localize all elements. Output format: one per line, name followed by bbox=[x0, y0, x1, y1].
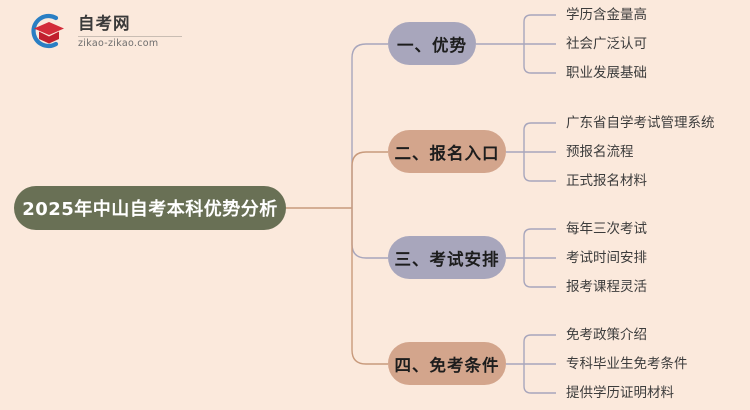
leaf-item[interactable]: 专科毕业生免考条件 bbox=[566, 356, 688, 372]
leaf-item[interactable]: 职业发展基础 bbox=[566, 65, 647, 81]
branch-node-3-label: 三、考试安排 bbox=[394, 249, 500, 269]
graduation-cap-icon bbox=[26, 11, 70, 51]
center-node-label: 2025年中山自考本科优势分析 bbox=[22, 199, 278, 220]
logo-domain: zikao-zikao.com bbox=[78, 37, 159, 49]
leaf-item[interactable]: 考试时间安排 bbox=[566, 250, 647, 266]
branch-node-2-label: 二、报名入口 bbox=[394, 143, 500, 163]
branch-node-4[interactable]: 四、免考条件 bbox=[388, 342, 506, 385]
site-logo: 自考网 zikao-zikao.com bbox=[26, 8, 196, 54]
branch-node-4-label: 四、免考条件 bbox=[394, 355, 500, 375]
leaf-item[interactable]: 学历含金量高 bbox=[566, 7, 647, 23]
mindmap-center-node[interactable]: 2025年中山自考本科优势分析 bbox=[14, 186, 286, 230]
branch-node-2[interactable]: 二、报名入口 bbox=[388, 130, 506, 173]
leaf-item[interactable]: 报考课程灵活 bbox=[566, 279, 647, 295]
leaf-item[interactable]: 提供学历证明材料 bbox=[566, 385, 674, 401]
leaf-item[interactable]: 预报名流程 bbox=[566, 144, 634, 160]
leaf-item[interactable]: 免考政策介绍 bbox=[566, 327, 647, 343]
branch-node-3[interactable]: 三、考试安排 bbox=[388, 236, 506, 279]
leaf-item[interactable]: 社会广泛认可 bbox=[566, 36, 647, 52]
branch-node-1-label: 一、优势 bbox=[397, 35, 467, 55]
logo-divider bbox=[78, 35, 182, 37]
leaf-item[interactable]: 正式报名材料 bbox=[566, 173, 647, 189]
logo-name: 自考网 bbox=[78, 14, 131, 33]
leaf-item[interactable]: 广东省自学考试管理系统 bbox=[566, 115, 715, 131]
branch-node-1[interactable]: 一、优势 bbox=[388, 22, 476, 65]
leaf-item[interactable]: 每年三次考试 bbox=[566, 221, 647, 237]
